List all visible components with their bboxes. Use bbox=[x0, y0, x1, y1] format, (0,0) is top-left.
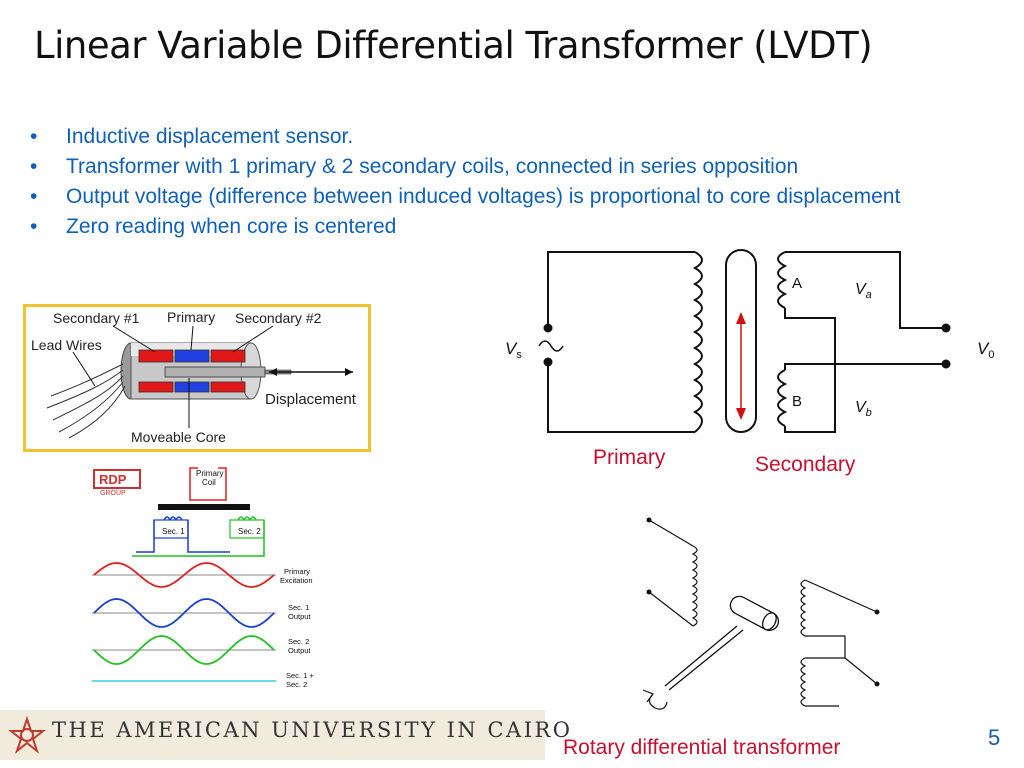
label-vs: Vs bbox=[505, 339, 522, 361]
label-displacement: Displacement bbox=[265, 391, 357, 408]
sec2-output-wave bbox=[93, 635, 275, 665]
university-name: THE AMERICAN UNIVERSITY IN CAIRO bbox=[52, 718, 573, 742]
svg-text:RDP: RDP bbox=[99, 472, 127, 487]
label-primary-coil-2: Coil bbox=[202, 478, 216, 487]
label-moveable-core: Moveable Core bbox=[131, 429, 226, 445]
label-va: Va bbox=[855, 281, 872, 301]
bullet-item: Zero reading when core is centered bbox=[26, 212, 986, 242]
bullet-list: Inductive displacement sensor. Transform… bbox=[26, 122, 986, 242]
label-primary-excitation-1: Primary bbox=[284, 567, 310, 576]
sec1-output-wave bbox=[93, 598, 275, 628]
label-sec1-output-2: Output bbox=[288, 612, 311, 621]
label-sum-2: Sec. 2 bbox=[286, 680, 307, 689]
slide-title: Linear Variable Differential Transformer… bbox=[34, 24, 873, 67]
svg-text:GROUP: GROUP bbox=[100, 490, 126, 497]
label-lead-wires: Lead Wires bbox=[31, 337, 102, 353]
bullet-item: Inductive displacement sensor. bbox=[26, 122, 986, 152]
label-sec2: Sec. 2 bbox=[238, 527, 261, 536]
label-secondary-1: Secondary #1 bbox=[53, 310, 140, 326]
page-number: 5 bbox=[988, 725, 1001, 750]
label-sum-1: Sec. 1 + bbox=[286, 671, 314, 680]
label-primary-excitation-2: Excitation bbox=[280, 576, 313, 585]
label-vb: Vb bbox=[855, 399, 872, 419]
label-v0: V0 bbox=[977, 339, 994, 361]
university-logo-icon bbox=[8, 716, 46, 754]
label-primary: Primary bbox=[167, 309, 215, 325]
primary-excitation-wave bbox=[93, 562, 275, 588]
caption-rotary-transformer: Rotary differential transformer bbox=[563, 736, 841, 759]
caption-secondary: Secondary bbox=[755, 453, 856, 476]
label-coil-a: A bbox=[792, 275, 802, 292]
rotary-transformer-figure bbox=[642, 517, 880, 710]
caption-primary: Primary bbox=[593, 446, 666, 469]
lvdt-circuit-schematic: Vs A B Va Vb V0 bbox=[505, 249, 994, 433]
label-sec1-output-1: Sec. 1 bbox=[288, 603, 309, 612]
rdp-logo: RDP GROUP bbox=[93, 469, 141, 497]
label-sec2-output-2: Output bbox=[288, 646, 311, 655]
bullet-item: Output voltage (difference between induc… bbox=[26, 182, 986, 212]
label-primary-coil-1: Primary bbox=[196, 469, 224, 478]
label-sec1: Sec. 1 bbox=[162, 527, 185, 536]
label-secondary-2: Secondary #2 bbox=[235, 310, 322, 326]
bullet-item: Transformer with 1 primary & 2 secondary… bbox=[26, 152, 986, 182]
label-sec2-output-1: Sec. 2 bbox=[288, 637, 309, 646]
waveform-figure: RDP GROUP Primary Coil Sec. 1 Sec. 2 Pri… bbox=[92, 467, 314, 689]
label-coil-b: B bbox=[792, 393, 802, 410]
footer-bar bbox=[0, 710, 545, 760]
lvdt-cutaway-figure: Secondary #1 Primary Secondary #2 Lead W… bbox=[23, 304, 371, 452]
